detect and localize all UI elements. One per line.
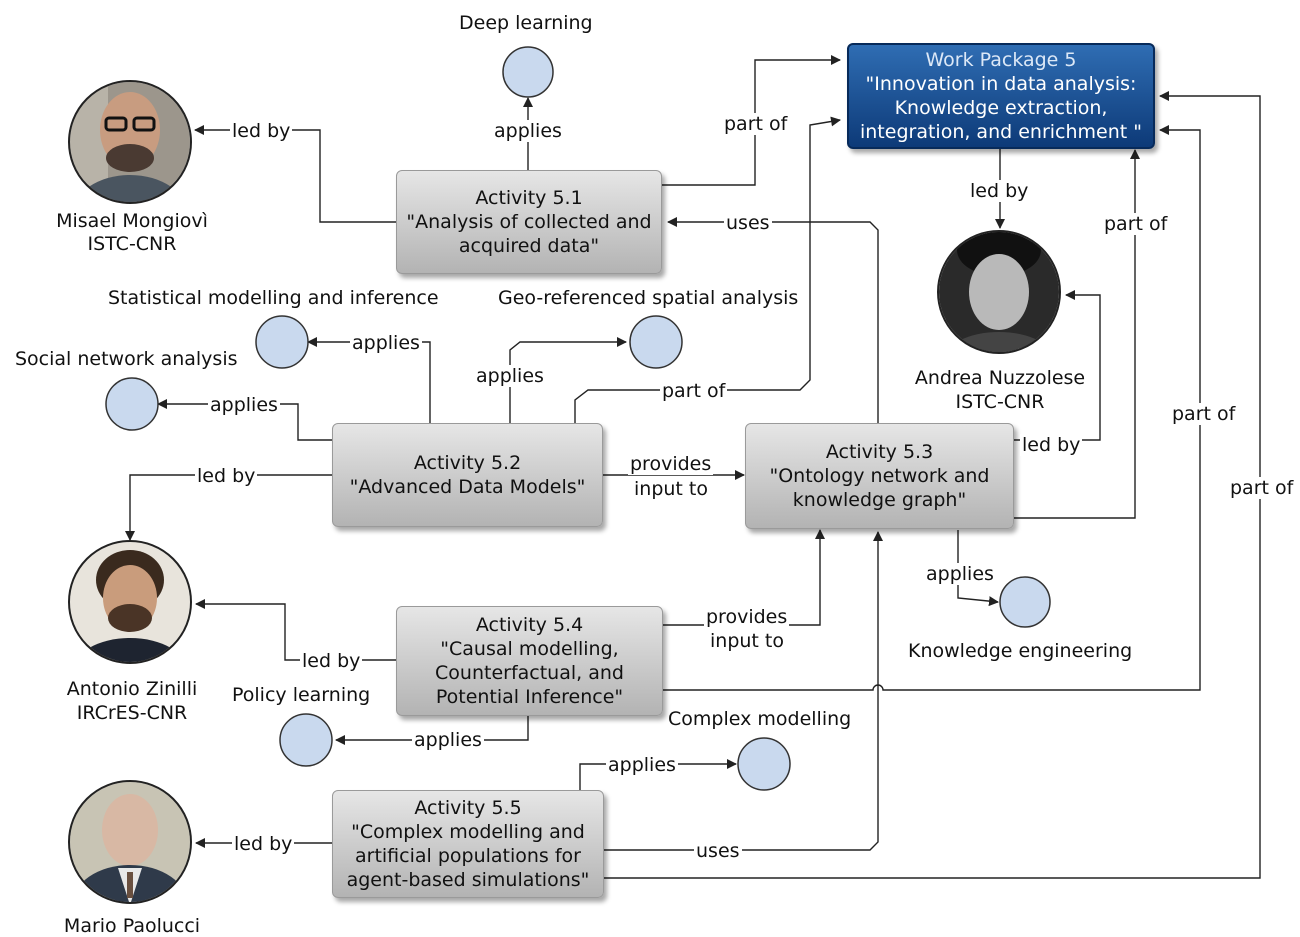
wp-title: Work Package 5 [925,49,1077,71]
avatar-andrea [939,232,1059,352]
technique-circle-deep-learning [502,46,554,98]
technique-policy-label: Policy learning [232,684,371,706]
person-antonio-name: Antonio Zinilli [66,678,198,700]
label-a52-led-by: led by [195,465,258,487]
label-a51-led-by: led by [230,120,293,142]
technique-circle-social [105,377,159,431]
wp-line3: Knowledge extraction, [894,97,1108,119]
label-a55-part-of-wp: part of [1228,477,1296,499]
label-a55-led-by: led by [232,833,295,855]
label-a54-part-of-wp: part of [1170,403,1238,425]
avatar-mario-photo [68,780,192,904]
label-a53-applies-ke: applies [924,563,996,585]
activity-5-4-title: Activity 5.4 [475,614,584,636]
technique-geo-label: Geo-referenced spatial analysis [498,287,799,309]
activity-5-2-line2: "Advanced Data Models" [349,476,586,498]
edge-a53-part-of-wp [1014,149,1140,519]
edge-a54-applies-policy [335,716,529,745]
technique-circle-geo [629,315,683,369]
technique-circle-complex [737,737,791,791]
activity-5-2-title: Activity 5.2 [413,452,522,474]
label-a54-provides-line2: input to [708,630,786,652]
label-a52-provides-line2: input to [632,478,710,500]
activity-5-4-node[interactable]: Activity 5.4 "Causal modelling, Counterf… [396,606,663,716]
technique-knowledge-engineering-label: Knowledge engineering [908,640,1133,662]
technique-complex-label: Complex modelling [668,708,852,730]
technique-social-label: Social network analysis [15,348,238,370]
person-misael-org: ISTC-CNR [87,233,177,255]
activity-5-5-line4: agent-based simulations" [346,869,590,891]
wp-line4: integration, and enrichment " [859,121,1142,143]
label-a54-provides-line1: provides [704,606,790,628]
work-package-5-node[interactable]: Work Package 5 "Innovation in data analy… [847,43,1155,149]
person-antonio-org: IRCrES-CNR [76,702,188,724]
label-a52-applies-social: applies [208,394,280,416]
label-a51-part-of: part of [722,113,790,135]
label-wp-led-by: led by [968,180,1031,202]
label-a51-applies: applies [492,120,564,142]
avatar-antonio-photo [68,540,192,664]
label-a53-uses-a51: uses [724,212,772,234]
edge-a53-applies-ke [957,530,999,607]
label-a52-applies-statistical: applies [350,332,422,354]
label-a54-applies-policy: applies [412,729,484,751]
technique-statistical-label: Statistical modelling and inference [108,287,439,309]
activity-5-4-line3: Counterfactual, and [435,662,624,684]
edge-a51-led-by-misael [194,125,396,223]
edge-a52-applies-statistical [307,337,431,423]
activity-5-3-title: Activity 5.3 [825,441,934,463]
avatar-mario [70,782,190,902]
technique-deep-learning-label: Deep learning [459,12,593,34]
activity-5-1-title: Activity 5.1 [475,187,583,209]
edge-a55-applies-complex [579,759,737,790]
edge-a52-led-by-antonio [125,474,332,541]
person-andrea-name: Andrea Nuzzolese [914,367,1086,389]
wp-line2: "Innovation in data analysis: [865,73,1137,95]
activity-5-5-node[interactable]: Activity 5.5 "Complex modelling and arti… [332,790,604,898]
label-a55-uses: uses [694,840,742,862]
activity-5-3-line2: "Ontology network and [769,465,990,487]
edge-a52-part-of-wp [574,116,841,423]
activity-5-5-line3: artificial populations for [354,845,581,867]
activity-5-1-line3: acquired data" [458,235,600,257]
avatar-misael-photo [68,80,192,204]
activity-5-5-line2: "Complex modelling and [351,821,585,843]
activity-5-3-line3: knowledge graph" [792,489,967,511]
edge-a54-led-by-antonio [195,599,396,661]
person-mario-name: Mario Paolucci [63,915,201,937]
technique-circle-knowledge-engineering [999,576,1051,628]
label-a52-provides-line1: provides [628,453,714,475]
edge-a54-part-of-wp [663,125,1201,691]
activity-5-4-line2: "Causal modelling, [440,638,619,660]
technique-circle-policy [279,713,333,767]
label-a52-part-of: part of [660,380,728,402]
label-a55-applies-complex: applies [606,754,678,776]
label-a53-led-by: led by [1020,434,1083,456]
label-a52-applies-geo: applies [474,365,546,387]
activity-5-1-node[interactable]: Activity 5.1 "Analysis of collected and … [396,170,662,274]
activity-5-5-title: Activity 5.5 [414,797,522,819]
activity-5-1-line2: "Analysis of collected and [406,211,652,233]
technique-circle-statistical [255,315,309,369]
person-andrea-org: ISTC-CNR [955,391,1045,413]
label-a53-part-of-wp: part of [1102,213,1170,235]
activity-5-3-node[interactable]: Activity 5.3 "Ontology network and knowl… [745,423,1014,529]
activity-5-4-line4: Potential Inference" [435,686,624,708]
activity-5-2-node[interactable]: Activity 5.2 "Advanced Data Models" [332,423,603,527]
person-misael-name: Misael Mongiovì [56,210,208,232]
avatar-andrea-photo [937,230,1061,354]
label-a54-led-by: led by [300,650,363,672]
